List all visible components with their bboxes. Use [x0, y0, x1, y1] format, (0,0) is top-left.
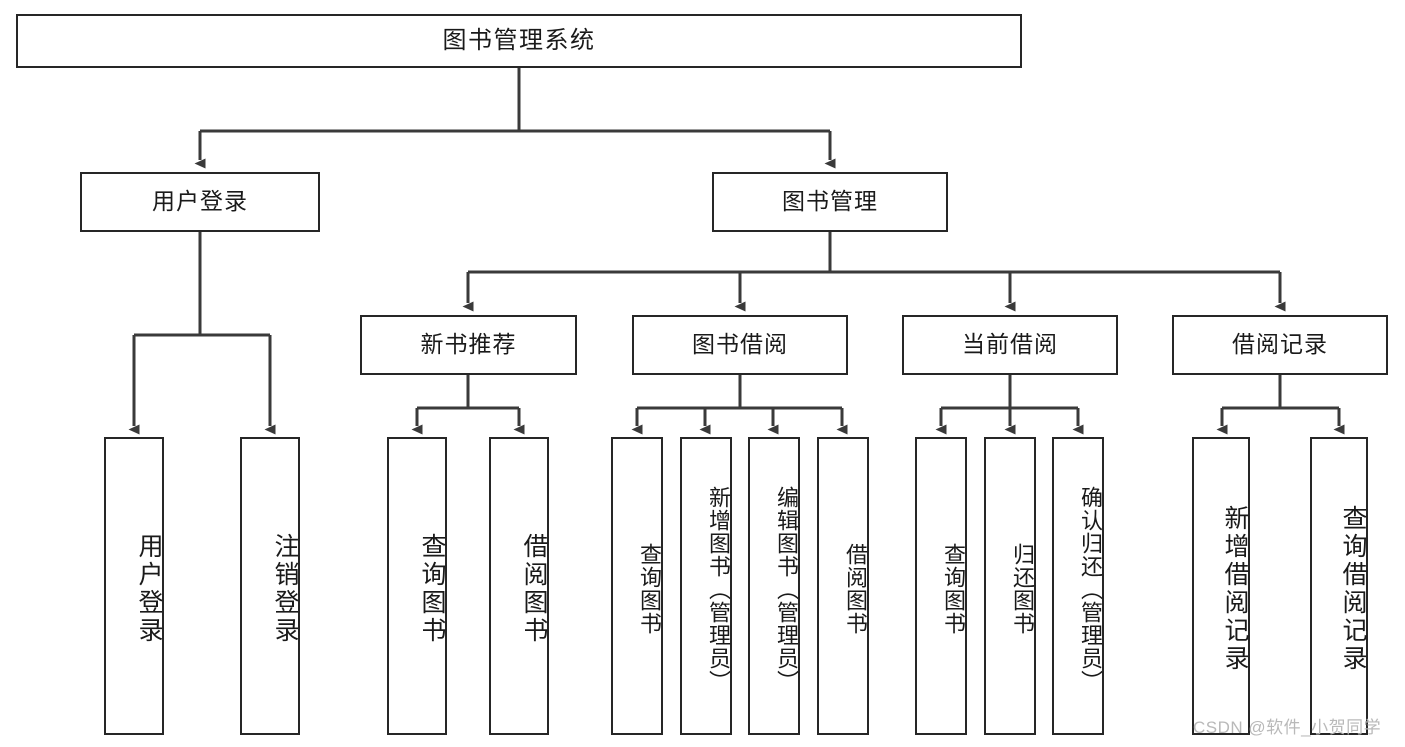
- node-root-system[interactable]: 图书管理系统: [16, 14, 1022, 68]
- leaf-logout[interactable]: 注销登录: [240, 437, 300, 735]
- leaf-label: 用户登录: [135, 533, 163, 645]
- leaf-query-book-newbook[interactable]: 查询图书: [387, 437, 447, 735]
- csdn-watermark: CSDN @软件_小贺同学: [1193, 718, 1382, 737]
- leaf-borrow-book[interactable]: 借阅图书: [817, 437, 869, 735]
- leaf-return-book[interactable]: 归还图书: [984, 437, 1036, 735]
- node-label: 当前借阅: [962, 331, 1058, 358]
- leaf-label: 查询图书: [637, 543, 662, 635]
- leaf-label: 注销登录: [271, 533, 299, 645]
- leaf-label: 新增图书（管理员）: [706, 485, 731, 693]
- leaf-edit-book-admin[interactable]: 编辑图书（管理员）: [748, 437, 800, 735]
- leaf-label: 查询图书: [418, 533, 446, 645]
- node-book-management[interactable]: 图书管理: [712, 172, 948, 232]
- node-user-login[interactable]: 用户登录: [80, 172, 320, 232]
- node-book-borrow[interactable]: 图书借阅: [632, 315, 848, 375]
- leaf-label: 确认归还（管理员）: [1078, 485, 1103, 693]
- node-new-book-recommend[interactable]: 新书推荐: [360, 315, 577, 375]
- leaf-query-book-current[interactable]: 查询图书: [915, 437, 967, 735]
- node-label: 用户登录: [152, 188, 248, 215]
- leaf-label: 借阅图书: [843, 543, 868, 635]
- leaf-label: 借阅图书: [520, 533, 548, 645]
- leaf-label: 查询借阅记录: [1339, 505, 1367, 673]
- node-current-borrow[interactable]: 当前借阅: [902, 315, 1118, 375]
- node-borrow-record[interactable]: 借阅记录: [1172, 315, 1388, 375]
- leaf-add-book-admin[interactable]: 新增图书（管理员）: [680, 437, 732, 735]
- leaf-query-borrow-record[interactable]: 查询借阅记录: [1310, 437, 1368, 735]
- leaf-query-book-borrow[interactable]: 查询图书: [611, 437, 663, 735]
- leaf-label: 查询图书: [941, 543, 966, 635]
- node-label: 新书推荐: [420, 331, 517, 358]
- node-label: 图书借阅: [692, 331, 788, 358]
- node-label: 借阅记录: [1232, 331, 1328, 358]
- leaf-label: 编辑图书（管理员）: [774, 485, 799, 693]
- leaf-label: 新增借阅记录: [1221, 505, 1249, 673]
- node-label: 图书管理系统: [442, 26, 596, 54]
- node-label: 图书管理: [782, 188, 878, 215]
- leaf-confirm-return-admin[interactable]: 确认归还（管理员）: [1052, 437, 1104, 735]
- leaf-label: 归还图书: [1010, 543, 1035, 635]
- leaf-user-login[interactable]: 用户登录: [104, 437, 164, 735]
- leaf-add-borrow-record[interactable]: 新增借阅记录: [1192, 437, 1250, 735]
- leaf-borrow-book-newbook[interactable]: 借阅图书: [489, 437, 549, 735]
